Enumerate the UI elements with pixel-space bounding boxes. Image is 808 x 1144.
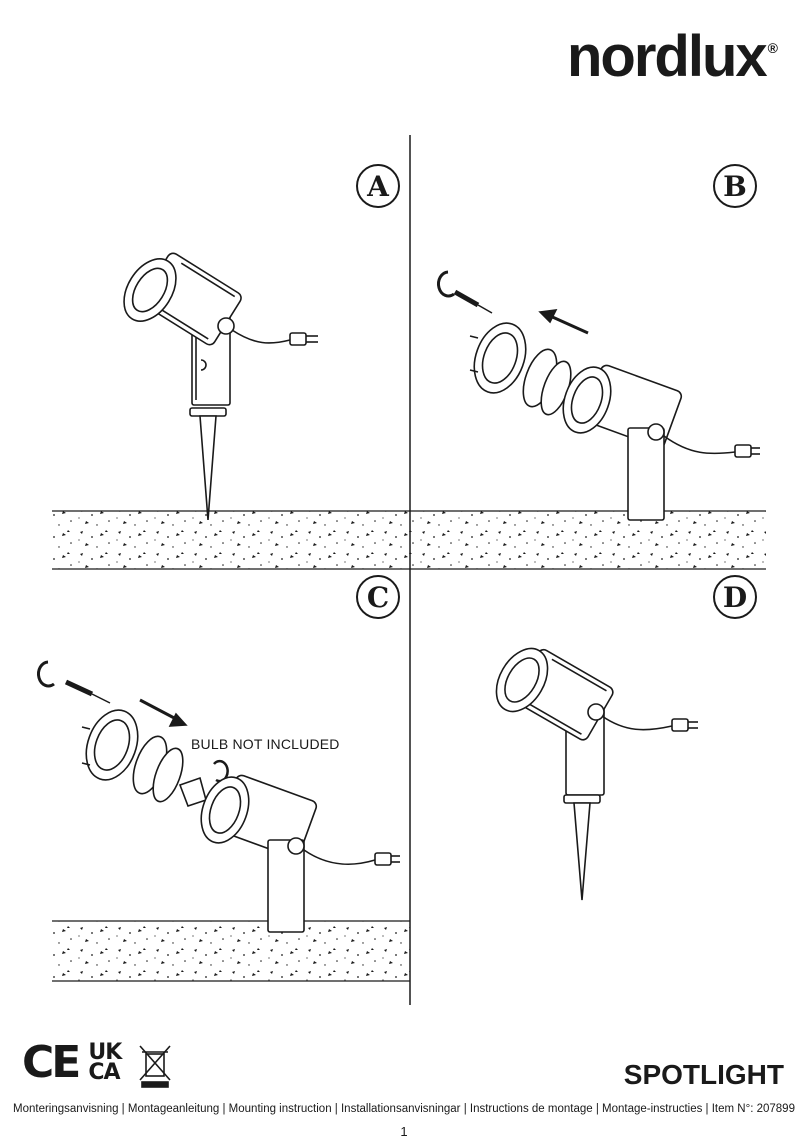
ukca-mark: UK CA — [88, 1040, 122, 1085]
panel-label-c: C — [356, 575, 400, 619]
panel-c-bulb — [37, 660, 400, 933]
footer-languages: Monteringsanvisning | Montageanleitung |… — [13, 1103, 795, 1115]
panel-label-d: D — [713, 575, 757, 619]
bulb-not-included-note: BULB NOT INCLUDED — [191, 736, 340, 752]
product-title: SPOTLIGHT — [623, 1059, 784, 1090]
ukca-top: UK — [88, 1040, 122, 1065]
ce-mark: CE — [22, 1037, 81, 1088]
weee-bin-icon — [139, 1045, 171, 1088]
brand-name: nordlux — [567, 24, 768, 89]
certification-marks: CE UK CA — [22, 1037, 122, 1088]
panel-b-disassembly — [437, 270, 760, 521]
panel-a-spotlight — [123, 252, 318, 521]
brand-logo: nordlux ® — [567, 22, 778, 92]
registered-mark: ® — [767, 40, 778, 56]
panel-label-a: A — [356, 164, 400, 208]
panel-label-b: B — [713, 164, 757, 208]
ukca-bottom: CA — [88, 1060, 120, 1085]
ground-bottom — [52, 920, 410, 982]
page-number: 1 — [400, 1124, 408, 1139]
panel-d-assembled — [495, 647, 698, 901]
